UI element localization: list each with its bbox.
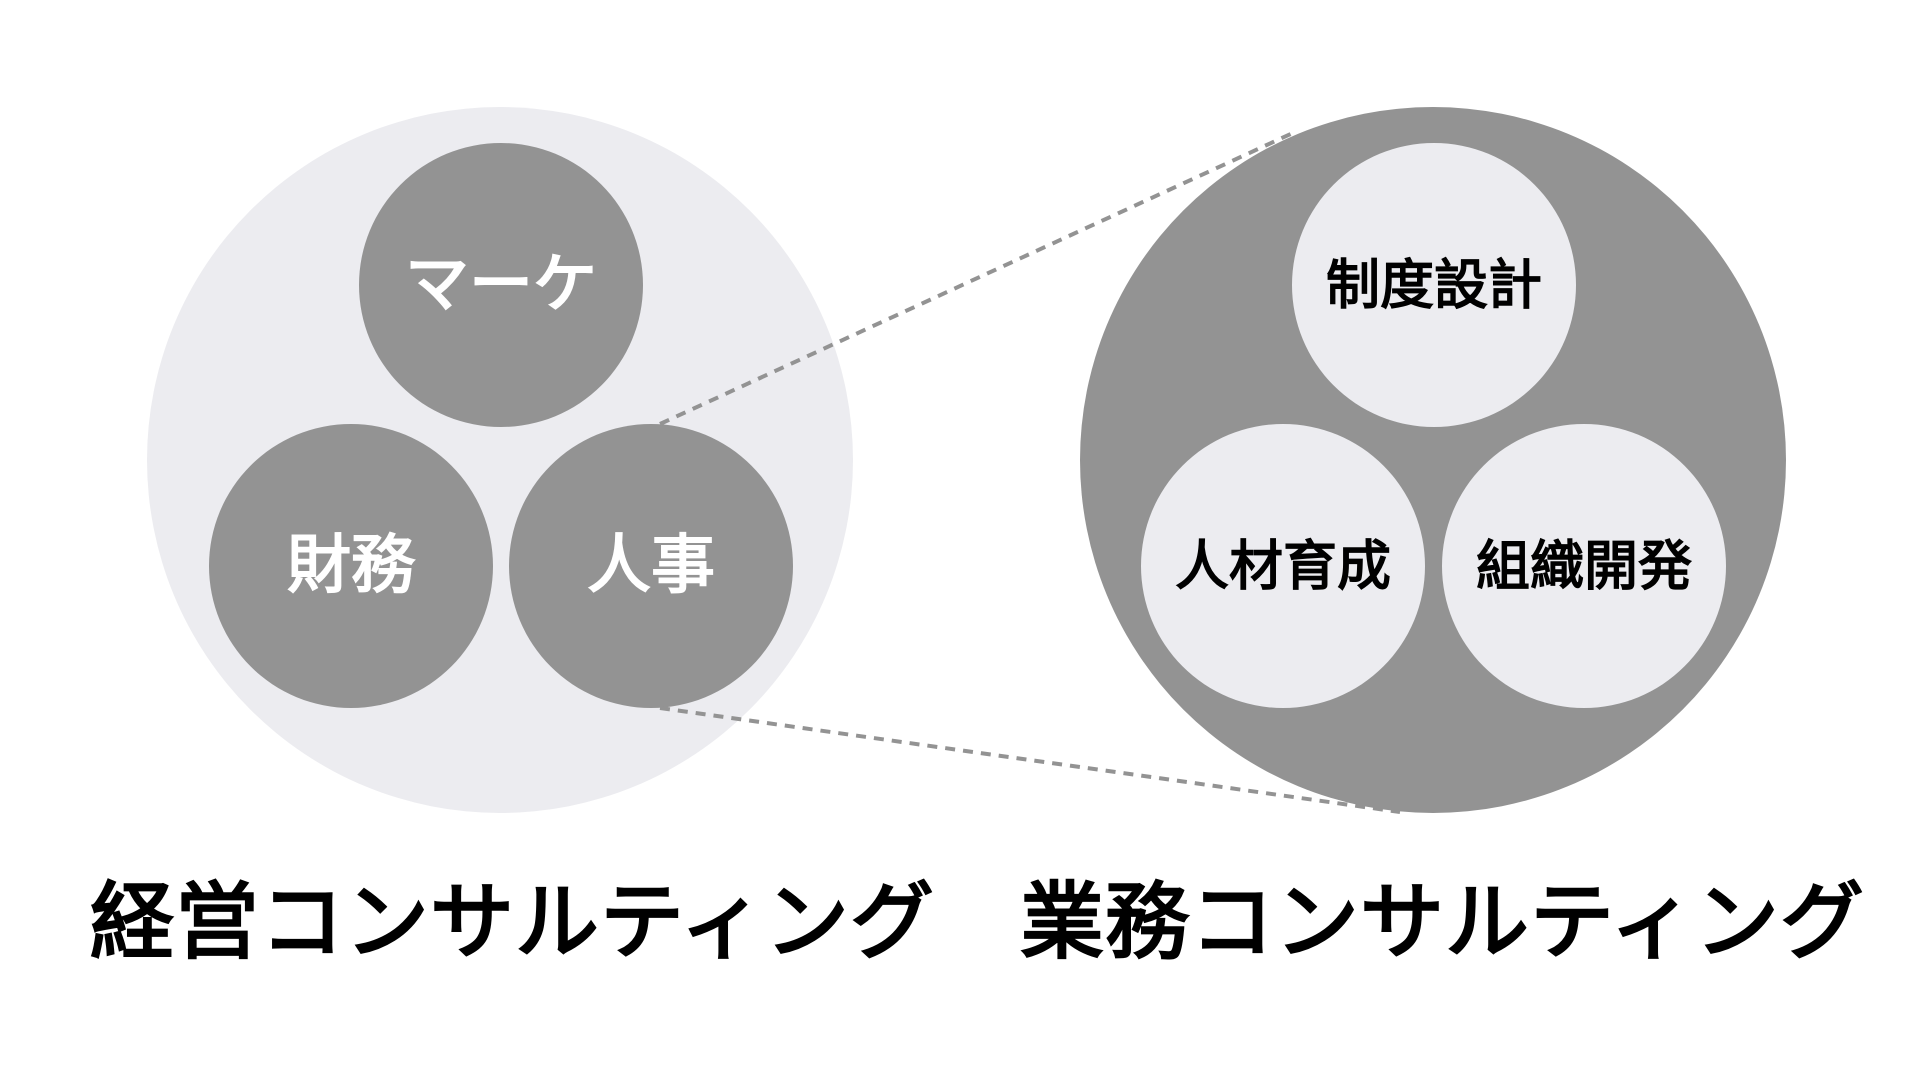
organization-development-label: 組織開発 [1476,535,1693,598]
business-consulting-caption: 業務コンサルティング [1020,873,1865,971]
marketing-circle [359,143,643,427]
hr-label: 人事 [587,529,715,603]
organization-development-circle [1442,424,1726,708]
hr-circle [509,424,793,708]
marketing-label: マーケ [405,248,597,322]
system-design-label: 制度設計 [1326,254,1542,317]
system-design-circle [1292,143,1576,427]
finance-label: 財務 [287,529,416,603]
talent-development-circle [1141,424,1425,708]
management-consulting-caption: 経営コンサルティング [90,873,935,971]
talent-development-label: 人材育成 [1175,535,1391,598]
finance-circle [209,424,493,708]
zoom-connector-top [659,130,1296,426]
